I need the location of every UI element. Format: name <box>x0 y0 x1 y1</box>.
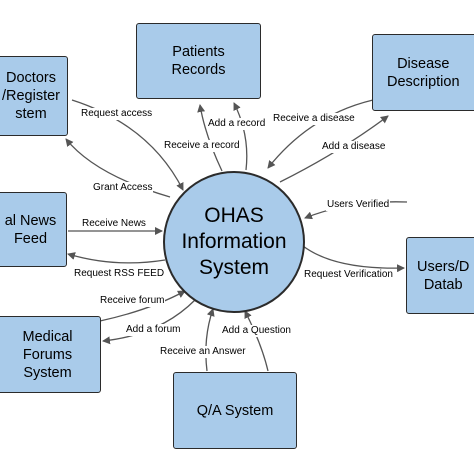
flow-label-users-verified: Users Verified <box>326 199 391 211</box>
flow-label-add-disease: Add a disease <box>321 141 387 153</box>
arrow-request-rss <box>67 252 166 264</box>
flow-label-receive-forum: Receive forum <box>99 295 166 307</box>
arrow-receive-forum <box>99 290 186 322</box>
node-users-database: Users/D Datab <box>406 237 474 314</box>
node-disease-description: Disease Description <box>372 34 474 111</box>
node-qa-label: Q/A System <box>196 402 274 419</box>
node-forums-label: Medical Forums System <box>22 328 73 381</box>
flow-label-receive-record: Receive a record <box>163 140 241 152</box>
arrow-receive-answer <box>205 308 215 372</box>
flow-label-add-forum: Add a forum <box>125 324 182 336</box>
flow-label-request-verification: Request Verification <box>303 269 394 281</box>
arrow-request-access <box>71 99 184 191</box>
node-medical-forums: Medical Forums System <box>0 316 101 393</box>
node-news-label: al News Feed <box>4 212 57 247</box>
arrow-request-verification <box>302 245 405 273</box>
node-doctors-label: Doctors /Register stem <box>1 70 61 122</box>
node-patients-records: Patients Records <box>136 23 261 99</box>
arrow-add-record <box>233 102 248 171</box>
flow-label-receive-news: Receive News <box>81 218 147 230</box>
flow-label-receive-answer: Receive an Answer <box>159 346 247 358</box>
node-disease-label: Disease Description <box>387 55 460 90</box>
center-ohas-information-system: OHAS Information System <box>163 171 305 313</box>
flow-label-request-access: Request access <box>80 108 154 120</box>
flow-label-grant-access: Grant Access <box>92 182 154 194</box>
node-users-label: Users/D Datab <box>417 258 470 293</box>
node-qa-system: Q/A System <box>173 372 297 449</box>
arrow-receive-record <box>197 104 223 172</box>
flow-label-add-question: Add a Question <box>221 325 292 337</box>
arrow-add-question <box>244 310 269 372</box>
arrow-grant-access <box>65 138 171 198</box>
flow-label-receive-disease: Receive a disease <box>272 113 356 125</box>
node-doctors-register: Doctors /Register stem <box>0 56 68 136</box>
flow-label-add-record: Add a record <box>207 118 267 130</box>
node-news-feed: al News Feed <box>0 192 67 267</box>
center-label: OHAS Information System <box>181 204 287 279</box>
node-patients-label: Patients Records <box>171 44 226 78</box>
flow-label-request-rss: Request RSS FEED <box>73 268 166 280</box>
arrow-receive-disease <box>267 99 374 169</box>
